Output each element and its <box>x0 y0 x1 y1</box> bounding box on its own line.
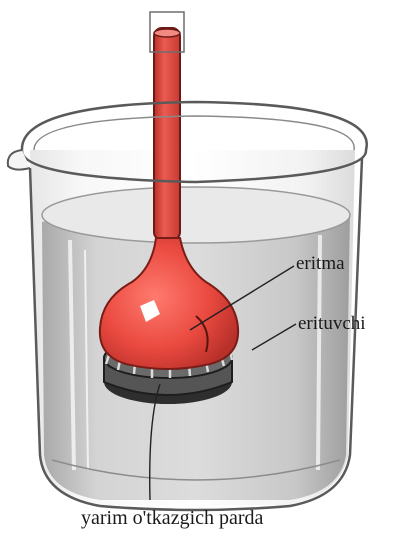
label-solvent: erituvchi <box>298 314 366 333</box>
solvent-surface <box>42 187 350 243</box>
label-solution: eritma <box>296 254 345 273</box>
capillary-tube <box>154 28 180 240</box>
label-membrane: yarim o'tkazgich parda <box>81 508 263 528</box>
beaker-rim-inner <box>34 116 354 150</box>
tube-top <box>154 29 180 37</box>
